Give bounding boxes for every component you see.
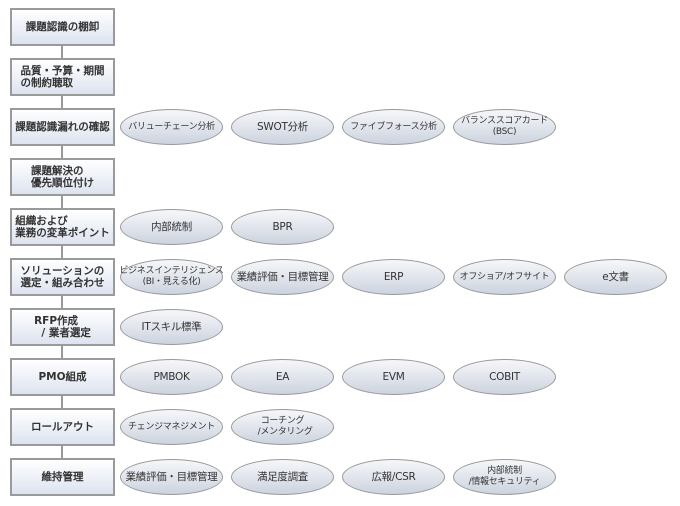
method-ellipse: チェンジマネジメント [120,409,223,445]
step-row: 品質・予算・期間 の制約聴取 [10,58,115,96]
method-ellipse: 広報/CSR [342,459,445,495]
method-ellipse: SWOT分析 [231,109,334,145]
method-ellipse: COBIT [453,359,556,395]
method-ellipse: 業績評価・目標管理 [231,259,334,295]
method-ellipse: ファイブフォース分析 [342,109,445,145]
method-ellipse: 内部統制 /情報セキュリティ [453,459,556,495]
step-box: 組織および 業務の変革ポイント [10,208,115,246]
method-ellipse: コーチング /メンタリング [231,409,334,445]
method-ellipse: e文書 [564,259,667,295]
method-ellipse: BPR [231,209,334,245]
step-row: 課題解決の 優先順位付け [10,158,115,196]
step-box: 課題認識の棚卸 [10,8,115,46]
step-box: 品質・予算・期間 の制約聴取 [10,58,115,96]
method-ellipse: ビジネスインテリジェンス (BI・見える化) [119,259,224,295]
method-ellipse: 業績評価・目標管理 [120,459,223,495]
method-ellipse: バリューチェーン分析 [120,109,223,145]
method-ellipse: ERP [342,259,445,295]
method-ellipse: 内部統制 [120,209,223,245]
method-ellipse: ITスキル標準 [120,309,223,345]
step-box: ロールアウト [10,408,115,446]
step-row: 課題認識の棚卸 [10,8,115,46]
connector-line [61,30,63,480]
step-box: 課題解決の 優先順位付け [10,158,115,196]
step-box: 維持管理 [10,458,115,496]
method-ellipse: PMBOK [120,359,223,395]
method-ellipse: EA [231,359,334,395]
step-box: RFP作成 / 業者選定 [10,308,115,346]
method-ellipse: 満足度調査 [231,459,334,495]
method-ellipse: オフショア/オフサイト [453,259,556,295]
method-ellipse: EVM [342,359,445,395]
step-row: ロールアウトチェンジマネジメントコーチング /メンタリング [10,408,334,446]
step-box: PMO組成 [10,358,115,396]
step-box: ソリューションの 選定・組み合わせ [10,258,115,296]
step-row: ソリューションの 選定・組み合わせビジネスインテリジェンス (BI・見える化)業… [10,258,667,296]
step-box: 課題認識漏れの確認 [10,108,115,146]
method-ellipse: バランススコアカード (BSC) [453,109,556,145]
